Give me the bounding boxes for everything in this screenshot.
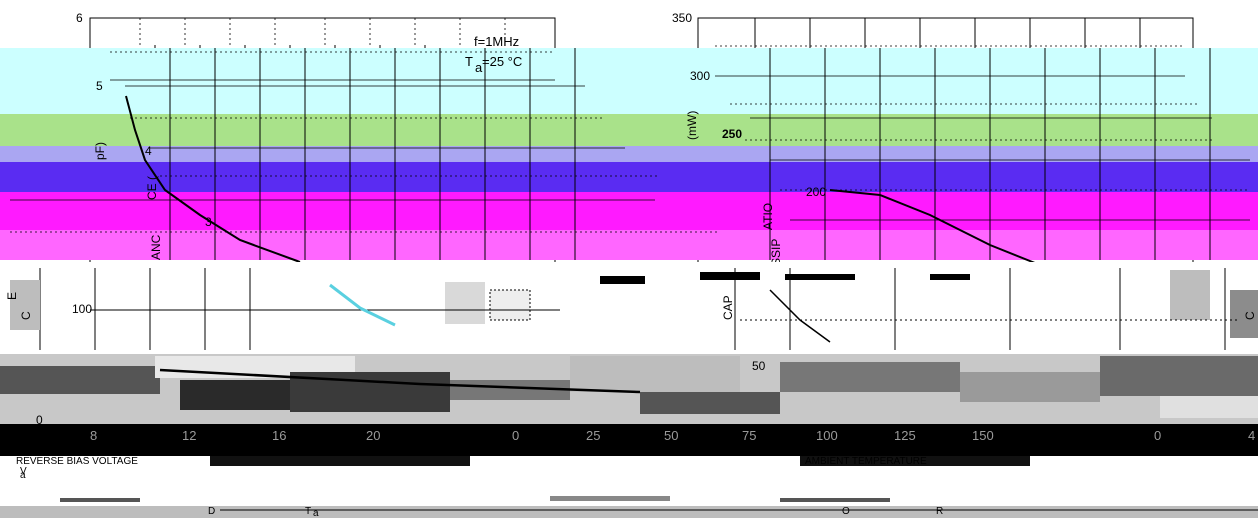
xaxis-strip (0, 424, 1258, 456)
chart-d-xtick-50: 50 (664, 428, 678, 443)
chart-e-xtick-0: 0 (1154, 428, 1161, 443)
band-vgrid (169, 48, 1211, 260)
chart-d-xtick-125: 125 (894, 428, 916, 443)
chart-a-ytick-5: 5 (96, 79, 103, 93)
chart-b-ylabel-a: (mW) (685, 111, 699, 140)
chart-b-ytick-200: 200 (806, 185, 826, 199)
band-pink (0, 230, 1258, 260)
chart-d-xlabel-t: T (305, 506, 311, 517)
chart-c-xtick-20: 20 (366, 428, 380, 443)
chart-d-xtick-25: 25 (586, 428, 600, 443)
chart-a-ytick-3: 3 (205, 215, 212, 229)
chart-c-ylabel-a: C (19, 311, 33, 320)
band-lavender (0, 146, 1258, 162)
chart-e-ylabel: C (1243, 311, 1257, 320)
chart-d-xlabel-o: O (842, 506, 850, 517)
chart-b-ytick-300: 300 (690, 69, 710, 83)
band-green (0, 114, 1258, 146)
chart-d-xlabel: AMBIENT TEMPERATURE (805, 456, 927, 467)
chart-c-xtick-16: 16 (272, 428, 286, 443)
chart-a-ylabel-a: pF) (93, 142, 107, 160)
chart-c-xlabel-sub: a (20, 470, 26, 481)
chart-c-xlabel-v: V (20, 466, 27, 477)
chart-c-ytick-100: 100 (72, 302, 92, 316)
chart-c-xtick-8: 8 (90, 428, 97, 443)
chart-a-annotation-temp: =25 °C (482, 54, 522, 69)
band-grid (10, 45, 1250, 233)
chart-c-ylabel-b: E (5, 292, 19, 300)
chart-b-ytick-250: 250 (722, 127, 742, 141)
footer-labels: REVERSE BIAS VOLTAGE V a AMBIENT TEMPERA… (0, 456, 1258, 523)
band-cyan (0, 48, 1258, 114)
chart-b-ylabel-b: ATIO (761, 203, 775, 230)
chart-d-xtick-0: 0 (512, 428, 519, 443)
middle-row: 100 C E CAP C (5, 262, 1258, 354)
chart-a-curve (125, 95, 301, 263)
chart-e-xtick-4: 4 (1248, 428, 1255, 443)
chart-d-xtick-75: 75 (742, 428, 756, 443)
chart-d-ytick-50: 50 (752, 359, 766, 373)
chart-a-ylabel-b: CE ( (145, 176, 159, 200)
band-blue (0, 162, 1258, 192)
chart-a-annotation-sub-a: a (475, 60, 483, 75)
chart-d-xlabel-sub: a (313, 508, 319, 519)
chart-c-ytick-0: 0 (36, 413, 43, 427)
noise-band: 50 0 (0, 354, 1258, 427)
chart-d-ylabel: CAP (721, 295, 735, 320)
chart-a-ytick-6: 6 (76, 11, 83, 25)
band-magenta (0, 192, 1258, 230)
chart-a-ytick-4: 4 (145, 144, 152, 158)
chart-a-annotation-t: T (465, 54, 473, 69)
chart-d-xtick-100: 100 (816, 428, 838, 443)
chart-a-ylabel-c: ANC (149, 234, 163, 260)
chart-b-curve (829, 189, 1041, 266)
chart-b-ylabel-c: SSIP (769, 239, 783, 266)
chart-a-annotation-freq: f=1MHz (474, 34, 519, 49)
chart-d-xtick-150: 150 (972, 428, 994, 443)
chart-c-xlabel: REVERSE BIAS VOLTAGE (16, 456, 138, 467)
chart-b-ytick-350: 350 (672, 11, 692, 25)
xaxis-ticks: 8 12 16 20 0 25 50 75 100 125 150 0 4 (90, 428, 1255, 443)
chart-e-xlabel-r: R (936, 506, 943, 517)
chart-c-xlabel-d: D (208, 506, 215, 517)
chart-c-xtick-12: 12 (182, 428, 196, 443)
